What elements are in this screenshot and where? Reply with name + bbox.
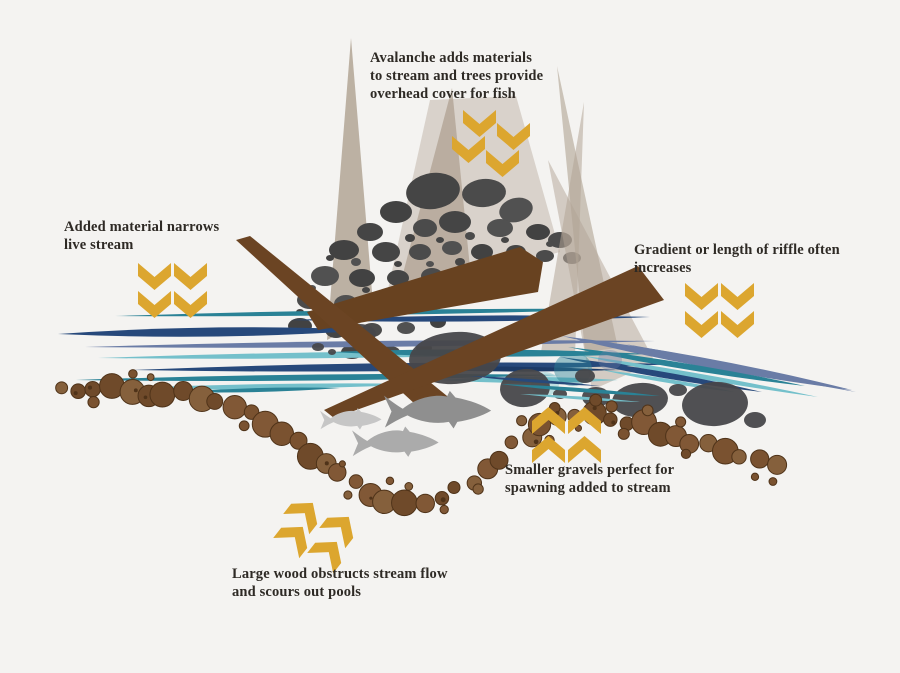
chevrons-gravels-up [532,407,601,463]
chevrons-narrows-down [138,263,207,318]
label-avalanche-adds-materials: Avalanche adds materials to stream and t… [370,50,544,103]
label-large-wood-obstructs: Large wood obstructs stream flow and sco… [232,566,448,601]
label-smaller-gravels-spawning: Smaller gravels perfect for spawning add… [505,462,675,497]
large-wood-logs [236,236,664,418]
fish-medium [352,426,439,457]
fish-dark [384,390,492,429]
avalanche-chute-spikes-front [541,66,655,390]
chevrons-riffle-down [685,283,754,338]
fish-light [320,408,382,430]
fish-group [320,390,492,457]
gravel-bed [55,369,788,517]
label-gradient-riffle-increases: Gradient or length of riffle often incre… [634,242,840,277]
chevrons-wood-up [273,502,354,574]
water-overlay-strokes [470,376,660,402]
chevrons-avalanche-down [452,110,530,177]
label-added-material-narrows: Added material narrows live stream [64,219,220,254]
